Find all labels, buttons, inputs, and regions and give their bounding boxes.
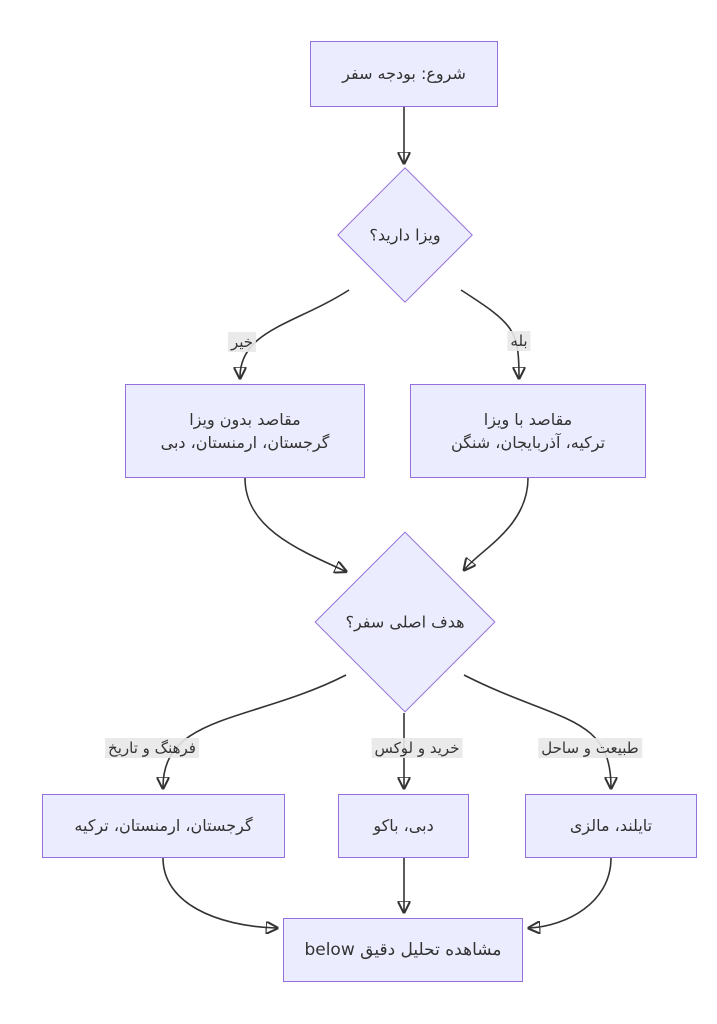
node-culture-dest-label: گرجستان، ارمنستان، ترکیه bbox=[74, 816, 253, 836]
edge-purpose-culture bbox=[163, 674, 347, 787]
node-shopping-dest-label: دبی، باکو bbox=[373, 816, 434, 836]
edge-label-culture-history: فرهنگ و تاریخ bbox=[105, 738, 199, 758]
node-start: شروع: بودجه سفر bbox=[310, 41, 498, 107]
edge-novisa-to-purpose bbox=[244, 477, 345, 571]
node-shopping-dest: دبی، باکو bbox=[338, 794, 469, 858]
edge-visa-no bbox=[240, 289, 350, 377]
node-no-visa-line2: گرجستان، ارمنستان، دبی bbox=[160, 433, 330, 452]
edge-label-no: خیر bbox=[227, 332, 257, 352]
edge-label-shopping-luxury: خرید و لوکس bbox=[371, 738, 463, 758]
edge-culture-final bbox=[162, 857, 276, 928]
node-final: مشاهده تحلیل دقیق below bbox=[283, 918, 523, 982]
edge-nature-final bbox=[530, 857, 612, 928]
node-final-label: مشاهده تحلیل دقیق below bbox=[304, 939, 502, 960]
node-with-visa: مقاصد با ویزا ترکیه، آذربایجان، شنگن bbox=[410, 384, 646, 478]
edge-withvisa-to-purpose bbox=[465, 477, 529, 569]
node-no-visa-line1: مقاصد بدون ویزا bbox=[189, 409, 301, 429]
node-nature-dest-label: تایلند، مالزی bbox=[569, 816, 653, 836]
node-start-label: شروع: بودجه سفر bbox=[342, 64, 466, 84]
node-visa-question-label: ویزا دارید؟ bbox=[369, 225, 441, 245]
node-with-visa-line2: ترکیه، آذربایجان، شنگن bbox=[450, 433, 606, 452]
edge-purpose-nature bbox=[463, 674, 611, 787]
node-with-visa-line1: مقاصد با ویزا bbox=[483, 409, 573, 429]
node-nature-dest: تایلند، مالزی bbox=[525, 794, 697, 858]
edge-label-yes: بله bbox=[507, 331, 531, 351]
node-purpose-question-label: هدف اصلی سفر؟ bbox=[345, 612, 465, 632]
node-culture-dest: گرجستان، ارمنستان، ترکیه bbox=[42, 794, 285, 858]
node-no-visa: مقاصد بدون ویزا گرجستان، ارمنستان، دبی bbox=[125, 384, 365, 478]
edge-label-nature-beach: طبیعت و ساحل bbox=[538, 738, 642, 758]
